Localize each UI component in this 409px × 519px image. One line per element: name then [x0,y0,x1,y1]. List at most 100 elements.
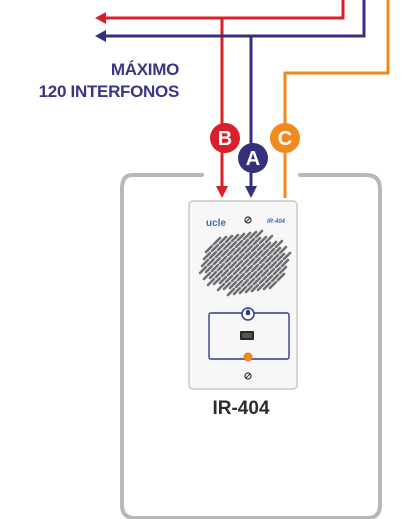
grille-slot [272,266,282,276]
enclosure-outline [120,173,382,519]
limit-label-line2: 120 INTERFONOS [38,82,180,101]
grille-slot [274,259,284,269]
grille-slot [214,249,224,259]
grille-slot [240,258,250,268]
grille-slot [248,230,258,240]
grille-slot [236,252,246,262]
grille-slot [216,262,226,272]
grille-slot [212,276,222,286]
grille-slot [274,239,284,249]
grille-slot [224,234,234,244]
grille-slot [254,269,264,279]
grille-slot [246,277,256,287]
grille-slot [254,229,264,239]
grille-slot [238,285,248,295]
grille-slot [278,245,288,255]
grille-slot [228,240,238,250]
grille-slot [234,259,244,269]
model-badge: IR-404 [267,219,286,225]
grille-slot [222,241,232,251]
grille-slot [264,254,274,264]
grille-slot [232,246,242,256]
grille-slot [212,256,222,266]
grille-slot [268,260,278,270]
grille-slot [204,244,214,254]
call-button-icon[interactable] [241,307,255,321]
grille-slot [250,283,260,293]
grille-slot [268,280,278,290]
grille-slot [206,257,216,267]
grille-slot [220,248,230,258]
grille-slot [238,265,248,275]
grille-slot [232,266,242,276]
wire-c [283,0,390,198]
grille-slot [230,233,240,243]
grille-slot [230,253,240,263]
svg-text:A: A [246,148,260,170]
grille-slot [220,268,230,278]
grille-slot [248,250,258,260]
grille-slot [248,270,258,280]
grille-slot [282,251,292,261]
limit-label-line1: MÁXIMO [110,60,179,79]
grille-slot [218,275,228,285]
grille-slot [230,273,240,283]
grille-slot [234,239,244,249]
speaker-grille [198,229,292,297]
grille-slot [222,281,232,291]
grille-slot [242,251,252,261]
grille-slot [206,277,216,287]
grille-slot [270,253,280,263]
badge-c: C [270,123,300,153]
grille-slot [250,263,260,273]
badge-b: B [210,123,240,153]
grille-slot [252,256,262,266]
grille-slot [256,262,266,272]
grille-slot [226,247,236,257]
grille-slot [216,282,226,292]
wire-a-arrow-down [245,186,257,198]
grille-slot [218,255,228,265]
grille-slot [272,246,282,256]
grille-slot [244,284,254,294]
grille-slot [208,270,218,280]
device-model-label: IR-404 [212,398,270,419]
grille-slot [224,274,234,284]
grille-slot [236,232,246,242]
grille-slot [258,255,268,265]
grille-slot [242,271,252,281]
grille-slot [226,287,236,297]
svg-text:C: C [278,128,292,150]
grille-slot [232,286,242,296]
wire-b-arrow-left [95,12,106,24]
grille-slot [256,282,266,292]
grille-slot [254,249,264,259]
grille-slot [258,235,268,245]
grille-slot [218,235,228,245]
grille-slot [228,260,238,270]
wire-b [104,0,345,190]
grille-slot [208,250,218,260]
grille-slot [264,234,274,244]
grille-slot [268,240,278,250]
grille-slot [204,264,214,274]
bottom-screw-icon [244,372,252,380]
wire-b-arrow-down [216,186,228,198]
top-screw-icon [244,216,252,224]
brand-logo: ucle [206,218,226,229]
grille-slot [226,267,236,277]
grille-slot [264,274,274,284]
grille-slot [256,242,266,252]
grille-slot [212,236,222,246]
grille-slot [228,280,238,290]
grille-slot [200,258,210,268]
grille-slot [224,254,234,264]
grille-slot [244,264,254,274]
grille-slot [280,258,290,268]
grille-slot [244,244,254,254]
grille-slot [222,261,232,271]
grille-slot [266,247,276,257]
grille-slot [210,243,220,253]
grille-slot [246,237,256,247]
grille-slot [242,231,252,241]
